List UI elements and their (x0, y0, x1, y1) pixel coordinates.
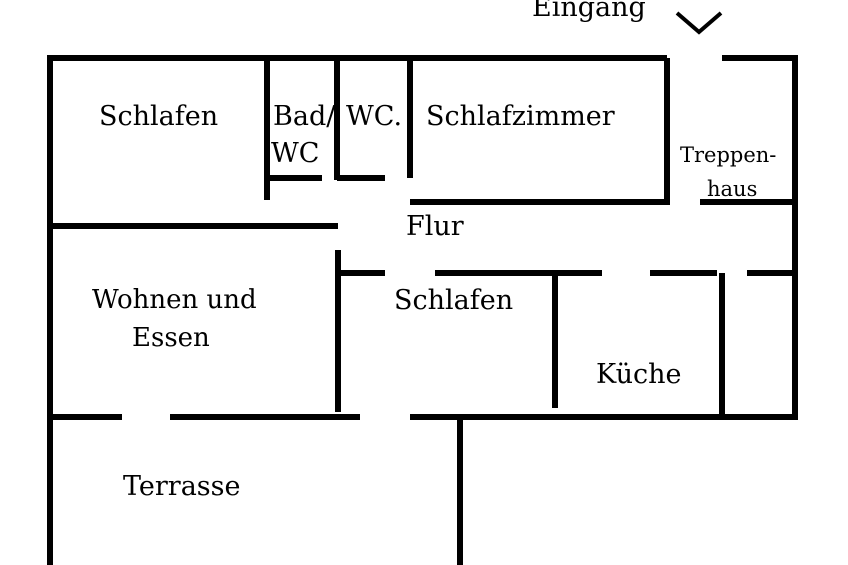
room-label-bath-line1: Bad/ (273, 101, 336, 132)
entrance-arrow-icon (675, 11, 723, 35)
room-label-stair-line2: haus (707, 177, 757, 201)
top-room-walls (47, 58, 798, 229)
room-label-living-line1: Wohnen und (92, 285, 257, 315)
room-label-bedroom-middle: Schlafen (394, 285, 513, 316)
room-label-hallway: Flur (406, 211, 464, 242)
room-label-living-line2: Essen (132, 323, 210, 353)
middle-room-walls (335, 250, 798, 418)
room-label-wc: WC. (346, 101, 402, 132)
room-labels: Schlafen Bad/ WC WC. Schlafzimmer Treppe… (92, 101, 776, 502)
room-label-kitchen: Küche (596, 359, 681, 390)
room-label-master-bedroom: Schlafzimmer (426, 101, 615, 132)
room-label-bath-line2: WC (271, 138, 319, 169)
outer-walls (47, 55, 798, 565)
room-label-terrace: Terrasse (123, 471, 241, 502)
room-label-bedroom-top: Schlafen (99, 101, 218, 132)
room-label-stair-line1: Treppen- (680, 143, 776, 167)
entrance-label: Eingang (532, 0, 646, 23)
bottom-walls (47, 414, 798, 565)
